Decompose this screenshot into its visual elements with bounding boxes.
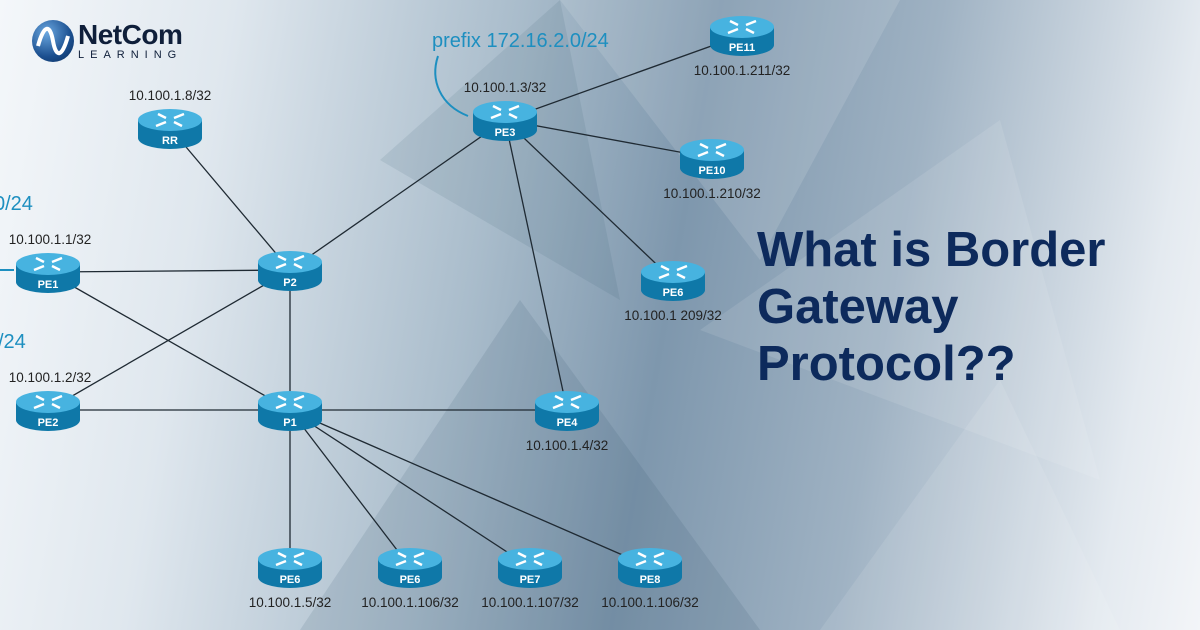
router-arrows-icon: [155, 112, 185, 128]
prefix-arrow-icon: [434, 55, 469, 117]
router-name: P2: [283, 277, 296, 289]
router-name: P1: [283, 417, 296, 429]
router-name: PE6: [400, 574, 421, 586]
title-line-1: What is Border: [757, 223, 1106, 277]
logo-wave-icon: [32, 20, 74, 62]
router-arrows-icon: [275, 551, 305, 567]
netcom-logo[interactable]: NetCom LEARNING: [32, 19, 183, 62]
router-p1[interactable]: P1: [258, 391, 322, 431]
link-PE3-PE4: [504, 119, 568, 411]
router-arrows-icon: [727, 19, 757, 35]
page-title: What is Border Gateway Protocol??: [757, 222, 1177, 393]
router-ip: 10.100.1.5/32: [249, 595, 332, 610]
prefix-label: prefix 172.16.2.0/24: [432, 30, 609, 52]
router-name: RR: [162, 135, 178, 147]
router-pe7[interactable]: PE7: [498, 548, 562, 588]
router-pe10[interactable]: PE10: [680, 139, 744, 179]
link-PE3-PE11: [504, 34, 743, 121]
router-name: PE1: [38, 279, 59, 291]
router-ip: 10.100.1.4/32: [526, 438, 609, 453]
router-ip: 10.100.1.210/32: [663, 186, 761, 201]
router-pe8[interactable]: PE8: [618, 548, 682, 588]
router-p2[interactable]: P2: [258, 251, 322, 291]
router-name: PE11: [729, 42, 755, 54]
router-ip: 10.100.1.1/32: [9, 232, 92, 247]
router-rr[interactable]: RR: [138, 109, 202, 149]
router-name: PE6: [280, 574, 301, 586]
link-P1-PE7: [289, 409, 531, 568]
router-ip: 10.100.1.3/32: [464, 80, 547, 95]
link-PE3-PE10: [504, 119, 713, 159]
router-pe9[interactable]: PE6: [641, 261, 705, 301]
router-ip: 10.100.1.8/32: [129, 88, 212, 103]
title-line-3: Protocol??: [757, 337, 1016, 391]
router-arrows-icon: [275, 394, 305, 410]
router-name: PE2: [38, 417, 59, 429]
logo-sub: LEARNING: [78, 49, 183, 61]
router-arrows-icon: [33, 256, 63, 272]
router-pe1[interactable]: PE1: [16, 253, 80, 293]
router-name: PE10: [699, 165, 726, 177]
router-arrows-icon: [490, 104, 520, 120]
router-pe5[interactable]: PE6: [258, 548, 322, 588]
router-ip: 10.100.1.106/32: [601, 595, 699, 610]
title-line-2: Gateway: [757, 280, 959, 334]
router-arrows-icon: [552, 394, 582, 410]
router-name: PE8: [640, 574, 661, 586]
link-PE1-P2: [47, 269, 291, 273]
router-arrows-icon: [33, 394, 63, 410]
router-pe3[interactable]: PE3: [473, 101, 537, 141]
router-arrows-icon: [395, 551, 425, 567]
router-ip: 10.100.1.107/32: [481, 595, 579, 610]
router-ip: 10.100.1.211/32: [694, 63, 791, 78]
link-PE2-P2: [47, 269, 291, 411]
router-pe6[interactable]: PE6: [378, 548, 442, 588]
router-name: PE6: [663, 287, 684, 299]
router-name: PE4: [557, 417, 579, 429]
router-ip: 10.100.1.2/32: [9, 370, 92, 385]
link-PE3-PE9: [504, 119, 674, 281]
cut-prefix-label-2: /24: [0, 331, 26, 353]
router-arrows-icon: [515, 551, 545, 567]
link-PE3-P2: [289, 119, 506, 271]
router-ip: 10.100.1 209/32: [624, 308, 722, 323]
router-arrows-icon: [275, 254, 305, 270]
router-arrows-icon: [635, 551, 665, 567]
cut-prefix-label-1: 0/24: [0, 193, 33, 215]
link-P1-PE6: [289, 409, 411, 568]
logo-name: NetCom: [78, 19, 183, 50]
link-RR-P2: [169, 127, 291, 271]
router-name: PE3: [495, 127, 516, 139]
router-arrows-icon: [658, 264, 688, 280]
link-P1-PE8: [289, 409, 651, 568]
router-pe4[interactable]: PE4: [535, 391, 599, 431]
router-name: PE7: [520, 574, 541, 586]
router-pe2[interactable]: PE2: [16, 391, 80, 431]
router-arrows-icon: [697, 142, 727, 158]
router-ip: 10.100.1.106/32: [361, 595, 459, 610]
router-pe11[interactable]: PE11: [710, 16, 774, 56]
link-PE1-P1: [47, 271, 291, 411]
